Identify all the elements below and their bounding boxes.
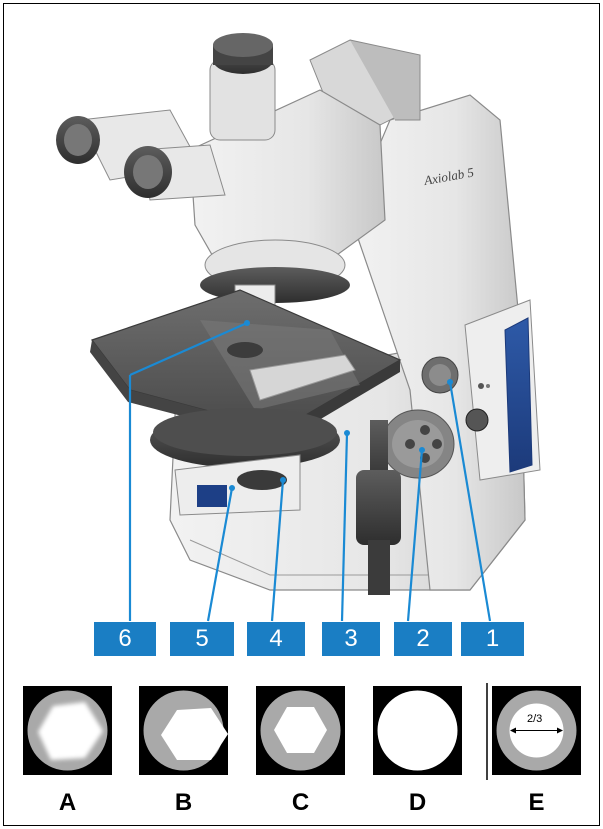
callout-4: 4 bbox=[247, 622, 305, 656]
callout-2: 2 bbox=[394, 622, 452, 656]
panel-letter-a: A bbox=[23, 789, 112, 817]
callout-5: 5 bbox=[170, 622, 234, 656]
callout-6: 6 bbox=[94, 622, 156, 656]
panel-letter-c: C bbox=[256, 789, 345, 817]
aperture-panel-c bbox=[256, 686, 345, 775]
ratio-label: 2/3 bbox=[527, 713, 542, 725]
callout-3: 3 bbox=[322, 622, 380, 656]
eyepieces bbox=[56, 110, 225, 200]
aperture-panel-e bbox=[492, 686, 581, 775]
aperture-panel-d bbox=[373, 686, 462, 775]
panel-letter-b: B bbox=[139, 789, 228, 817]
callout-1: 1 bbox=[461, 622, 524, 656]
panel-letter-d: D bbox=[373, 789, 462, 817]
panel-letter-e: E bbox=[492, 789, 581, 817]
aperture-panel-b bbox=[139, 686, 228, 775]
aperture-panel-a bbox=[23, 686, 112, 775]
